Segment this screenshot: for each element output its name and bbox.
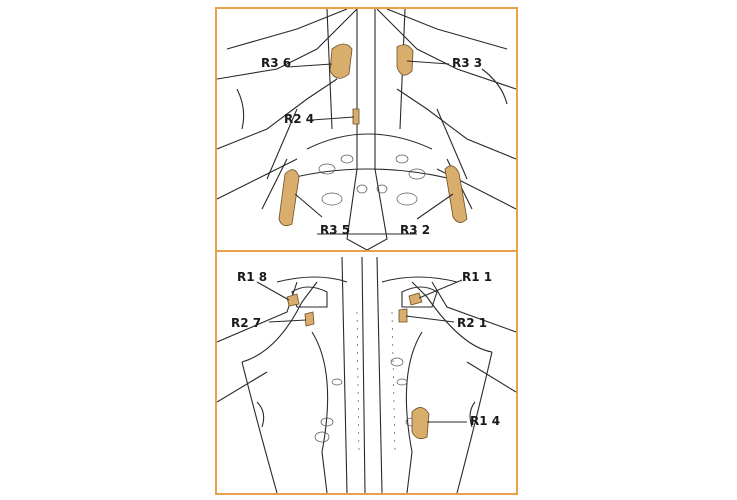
callout-r3-6: R3 6 <box>261 56 292 70</box>
top-view-panel: R3 6 R3 3 R2 4 R3 5 R3 2 <box>215 7 518 252</box>
part-r1-1 <box>408 292 423 306</box>
part-r3-3 <box>396 44 414 76</box>
top-airframe-drawing <box>217 9 516 250</box>
callout-r3-3: R3 3 <box>452 56 483 70</box>
callout-r1-8: R1 8 <box>237 270 268 284</box>
part-r2-7 <box>304 311 315 327</box>
callout-r2-7: R2 7 <box>231 316 262 330</box>
callout-r3-2: R3 2 <box>400 223 431 237</box>
part-r3-2 <box>444 165 468 223</box>
part-r2-4 <box>352 108 360 125</box>
part-r3-5 <box>278 169 300 227</box>
callout-r2-1: R2 1 <box>457 316 488 330</box>
callout-r1-4: R1 4 <box>470 414 501 428</box>
part-r2-1 <box>398 308 408 323</box>
callout-r1-1: R1 1 <box>462 270 493 284</box>
bottom-view-panel: R1 8 R1 1 R2 7 R2 1 R1 4 <box>215 250 518 495</box>
callout-r3-5: R3 5 <box>320 223 351 237</box>
part-r1-4 <box>411 407 430 440</box>
part-r3-6 <box>329 43 353 79</box>
bottom-airframe-drawing <box>217 256 516 493</box>
callout-r2-4: R2 4 <box>284 112 315 126</box>
part-r1-8 <box>286 293 300 307</box>
